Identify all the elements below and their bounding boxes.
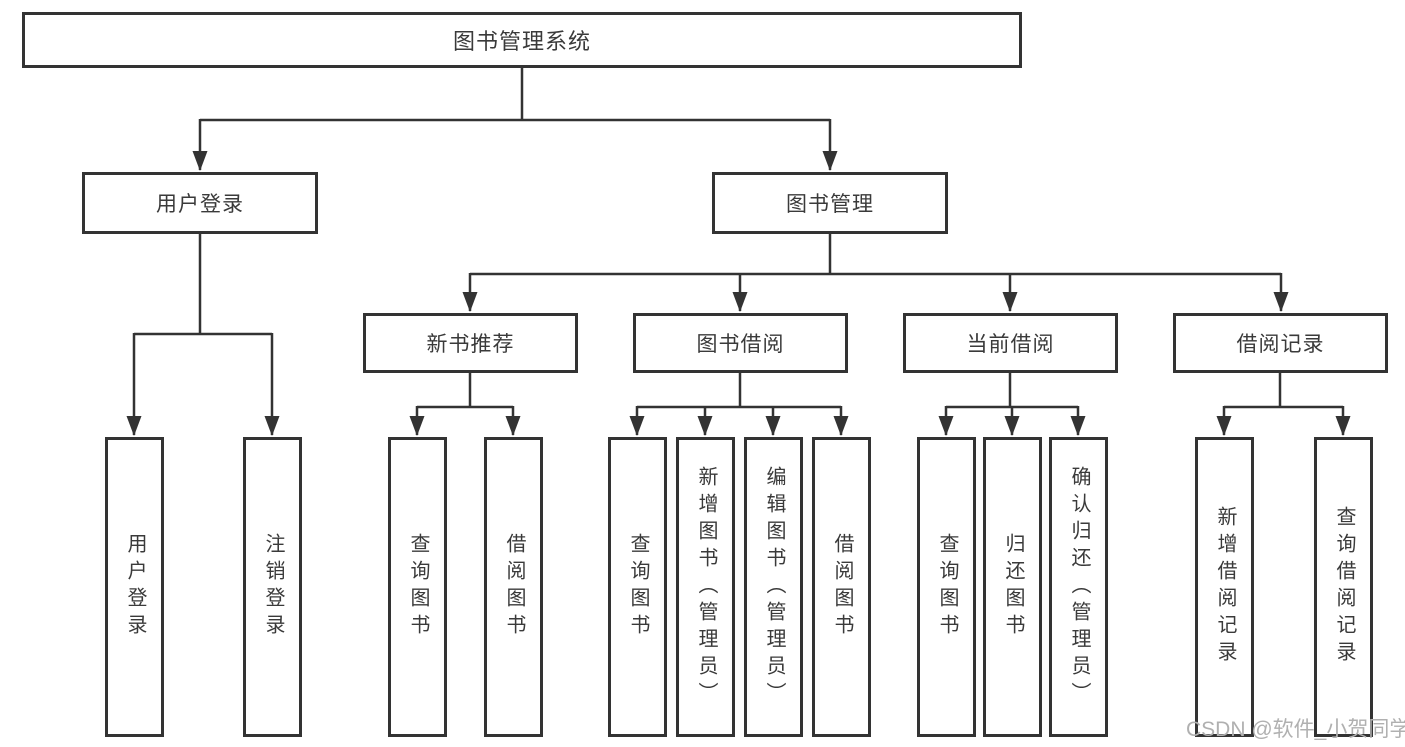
node-current-borrowing: 当前借阅 xyxy=(903,313,1118,373)
leaf-cb-confirm-return-admin: 确认归还（管理员） xyxy=(1049,437,1108,737)
leaf-bb-edit-books-admin: 编辑图书（管理员） xyxy=(744,437,803,737)
leaf-cb-return-books-label: 归还图书 xyxy=(1002,533,1024,641)
leaf-bb-add-books-admin: 新增图书（管理员） xyxy=(676,437,735,737)
leaf-bb-query-books-label: 查询图书 xyxy=(627,533,649,641)
leaf-user-login-label: 用户登录 xyxy=(124,533,146,641)
leaf-logout-label: 注销登录 xyxy=(262,533,284,641)
node-new-book-recommend-label: 新书推荐 xyxy=(426,333,515,356)
node-new-book-recommend: 新书推荐 xyxy=(363,313,578,373)
leaf-bb-edit-books-admin-label: 编辑图书（管理员） xyxy=(763,465,785,709)
leaf-cb-return-books: 归还图书 xyxy=(983,437,1042,737)
node-root-label: 图书管理系统 xyxy=(452,29,591,54)
watermark: CSDN @软件_小贺同学 xyxy=(1186,718,1405,741)
leaf-br-query-record-label: 查询借阅记录 xyxy=(1333,506,1355,668)
leaf-nbr-borrow-books-label: 借阅图书 xyxy=(503,533,525,641)
leaf-nbr-borrow-books: 借阅图书 xyxy=(484,437,543,737)
leaf-br-query-record: 查询借阅记录 xyxy=(1314,437,1373,737)
leaf-nbr-query-books: 查询图书 xyxy=(388,437,447,737)
node-book-borrowing-label: 图书借阅 xyxy=(696,333,785,356)
leaf-br-add-record: 新增借阅记录 xyxy=(1195,437,1254,737)
node-book-management: 图书管理 xyxy=(712,172,948,234)
leaf-bb-add-books-admin-label: 新增图书（管理员） xyxy=(695,465,717,709)
node-book-borrowing: 图书借阅 xyxy=(633,313,848,373)
node-user-login-group-label: 用户登录 xyxy=(156,193,244,216)
leaf-br-add-record-label: 新增借阅记录 xyxy=(1214,506,1236,668)
leaf-bb-borrow-books: 借阅图书 xyxy=(812,437,871,737)
node-user-login-group: 用户登录 xyxy=(82,172,318,234)
leaf-cb-query-books: 查询图书 xyxy=(917,437,976,737)
leaf-bb-query-books: 查询图书 xyxy=(608,437,667,737)
leaf-cb-query-books-label: 查询图书 xyxy=(936,533,958,641)
leaf-nbr-query-books-label: 查询图书 xyxy=(407,533,429,641)
leaf-cb-confirm-return-admin-label: 确认归还（管理员） xyxy=(1068,465,1090,709)
node-borrowing-records: 借阅记录 xyxy=(1173,313,1388,373)
leaf-user-login: 用户登录 xyxy=(105,437,164,737)
leaf-logout: 注销登录 xyxy=(243,437,302,737)
leaf-bb-borrow-books-label: 借阅图书 xyxy=(831,533,853,641)
node-book-management-label: 图书管理 xyxy=(786,193,874,216)
node-borrowing-records-label: 借阅记录 xyxy=(1236,333,1325,356)
node-current-borrowing-label: 当前借阅 xyxy=(966,333,1055,356)
node-root: 图书管理系统 xyxy=(22,12,1022,68)
